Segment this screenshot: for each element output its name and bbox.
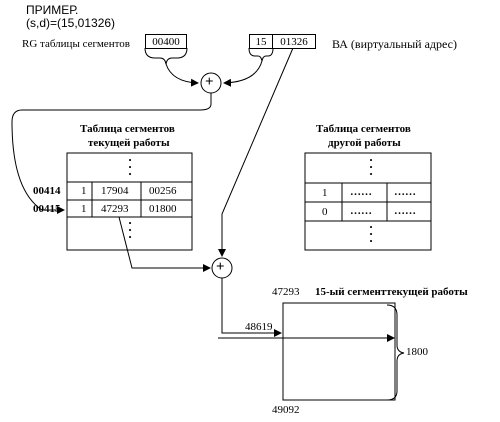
current-table-ellipsis-top: ··· — [127, 152, 133, 181]
table-cell: 00256 — [149, 185, 177, 197]
table-cell: 47293 — [101, 203, 129, 215]
row-label-00415: 00415 — [33, 203, 61, 215]
segment-start-address: 47293 — [272, 286, 300, 298]
current-table-outline — [66, 152, 193, 251]
rg-brace — [144, 47, 188, 65]
bottom-adder-symbol: + — [216, 259, 225, 275]
segment-length: 1800 — [406, 346, 428, 358]
current-table-title-line1: Таблица сегментов — [80, 123, 175, 135]
top-adder-symbol: + — [205, 74, 214, 90]
va-d-value: 01326 — [280, 35, 308, 48]
table-cell: 01800 — [149, 203, 177, 215]
table-cell: …… — [350, 186, 372, 198]
rg-value: 00400 — [152, 35, 180, 48]
row-label-00414: 00414 — [33, 185, 61, 197]
table-cell: 0 — [322, 206, 328, 218]
adder-to-table-line — [11, 93, 212, 214]
other-table-ellipsis-top: ··· — [368, 152, 374, 181]
table-cell: 1 — [81, 185, 87, 197]
rg-to-adder-line — [165, 63, 199, 87]
current-table-ellipsis-bottom: ··· — [127, 215, 133, 244]
segment-block — [282, 302, 396, 401]
va-s-value: 15 — [255, 35, 267, 48]
segment-title: 15-ый сегменттекущей работы — [315, 286, 468, 298]
current-table-title-line2: текущей работы — [88, 137, 170, 149]
rg-value-box: 00400 — [145, 34, 187, 49]
va-s-brace — [248, 47, 274, 62]
table-cell: 1 — [81, 203, 87, 215]
segment-physical-address: 48619 — [245, 321, 273, 333]
segment-end-address: 49092 — [272, 404, 300, 416]
va-d-box: 01326 — [272, 34, 316, 49]
table-cell: 17904 — [101, 185, 129, 197]
adder-to-segment-line — [221, 278, 282, 337]
table-cell: …… — [394, 186, 416, 198]
va-s-box: 15 — [249, 34, 273, 49]
other-table-title-line1: Таблица сегментов — [316, 123, 411, 135]
d-to-adder-line — [218, 47, 294, 257]
table-cell: 1 — [322, 187, 328, 199]
example-pair: (s,d)=(15,01326) — [26, 16, 116, 30]
segment-length-brace — [386, 304, 405, 401]
example-title: ПРИМЕР. — [26, 3, 79, 17]
base-to-adder-line — [118, 216, 211, 272]
other-table-title-line2: другой работы — [328, 137, 401, 149]
s-to-adder-line — [223, 60, 263, 87]
table-cell: …… — [394, 205, 416, 217]
other-table-ellipsis-bottom: ··· — [368, 219, 374, 248]
va-label: ВА (виртуальный адрес) — [332, 37, 457, 51]
rg-label: RG таблицы сегментов — [22, 38, 130, 50]
table-cell: …… — [350, 205, 372, 217]
